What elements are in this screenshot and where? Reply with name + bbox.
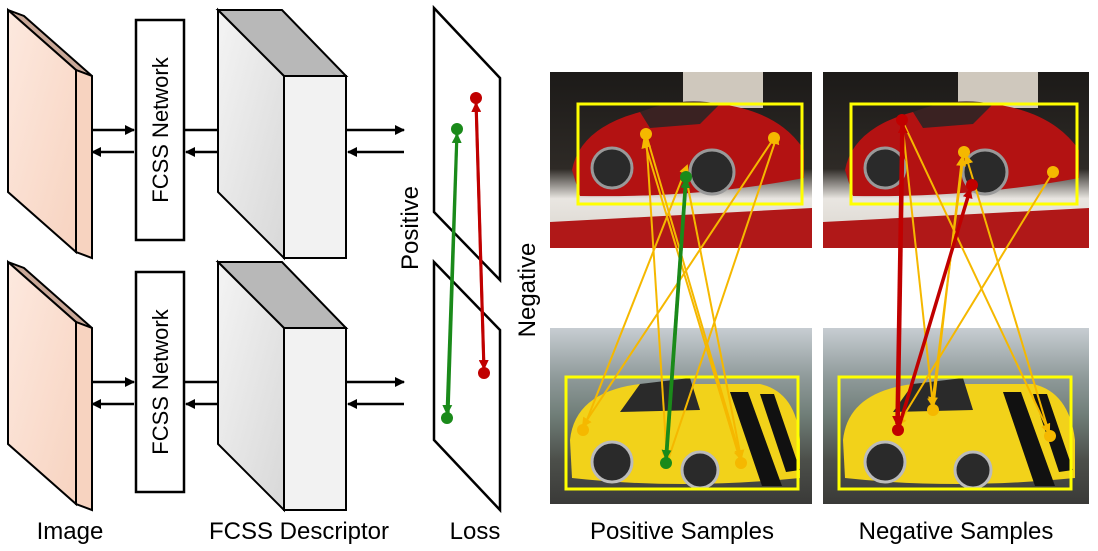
loss-plane-bottom [432,258,502,514]
negative-pair-arrow [471,102,486,374]
negative-label: Negative [514,243,541,338]
fcss-descriptor-label: FCSS Descriptor [209,518,389,545]
image-slab-bottom [7,259,93,512]
descriptor-cube-bottom [215,259,349,513]
pipeline-bottom: FCSS Network [7,259,405,513]
yellow-car-photo-negative [823,328,1089,504]
loss-plane-top [432,4,502,284]
yellow-car-photo-positive [550,328,812,504]
fcss-network-label: FCSS Network [148,308,173,454]
bounding-box [837,375,1073,491]
negative-correspondences [892,114,1059,442]
positive-correspondences [577,128,780,469]
pipeline-top: FCSS Network [7,7,405,261]
fcss-network-label: FCSS Network [148,56,173,202]
bounding-box [576,102,804,206]
image-slab-top [7,7,93,260]
image-label: Image [37,518,104,545]
loss-label: Loss [450,518,501,545]
loss-planes [432,4,502,514]
bounding-box [564,375,800,491]
negative-point [470,92,482,104]
negative-samples-label: Negative Samples [859,518,1054,545]
positive-label: Positive [397,186,424,270]
positive-pair-arrow [442,129,459,415]
negative-point [478,367,490,379]
descriptor-cube-top [215,7,349,261]
positive-samples-label: Positive Samples [590,518,774,545]
positive-point [441,412,453,424]
red-car-photo-positive [550,72,812,248]
fcss-network-box-top [134,18,186,242]
positive-point [451,123,463,135]
